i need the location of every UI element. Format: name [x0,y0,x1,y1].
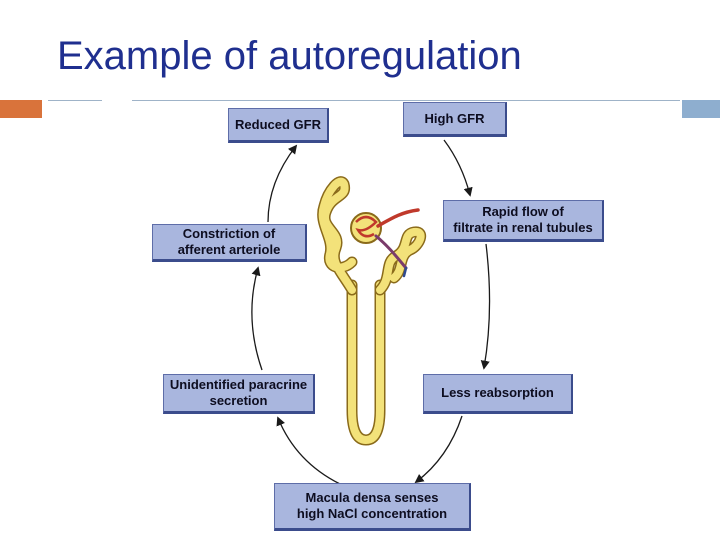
reduced-gfr-box: Reduced GFR [228,108,329,143]
rapid-flow-box: Rapid flow of filtrate in renal tubules [443,200,604,242]
box-label-line-1: Unidentified paracrine [169,377,308,392]
box-label-line-2: afferent arteriole [177,242,281,257]
box-label: Less reabsorption [441,385,554,400]
divider-line [132,100,680,101]
box-label-line-1: Constriction of [182,226,276,241]
afferent-arteriole-icon [376,208,420,228]
accent-bar-left [0,100,42,118]
box-label-line-2: secretion [209,393,268,408]
arrow-less-to-macula [414,415,463,484]
divider-line [48,100,102,101]
box-label-line-2: high NaCl concentration [296,506,448,521]
arrow-paracrine-to-constriction [251,266,263,371]
slide-title: Example of autoregulation [57,34,522,78]
paracrine-box: Unidentified paracrine secretion [163,374,315,414]
box-label: Reduced GFR [235,116,321,132]
arrow-macula-to-paracrine [276,416,341,485]
arrow-rapid-to-less [480,243,491,370]
less-reabsorption-box: Less reabsorption [423,374,573,414]
efferent-arteriole-icon [374,234,408,270]
loop-of-henle-icon [346,279,386,446]
arrow-constriction-to-reduced [267,144,298,223]
high-gfr-box: High GFR [403,102,507,137]
accent-bar-right [682,100,720,118]
arrow-high-to-rapid [443,139,473,197]
box-label-line-1: Macula densa senses [305,490,439,505]
box-label-line-1: Rapid flow of [482,204,564,219]
constriction-box: Constriction of afferent arteriole [152,224,307,262]
box-label: High GFR [424,110,485,126]
box-label-line-2: filtrate in renal tubules [453,220,593,235]
nephron-illustration [317,176,427,446]
macula-densa-box: Macula densa senses high NaCl concentrat… [274,483,471,531]
